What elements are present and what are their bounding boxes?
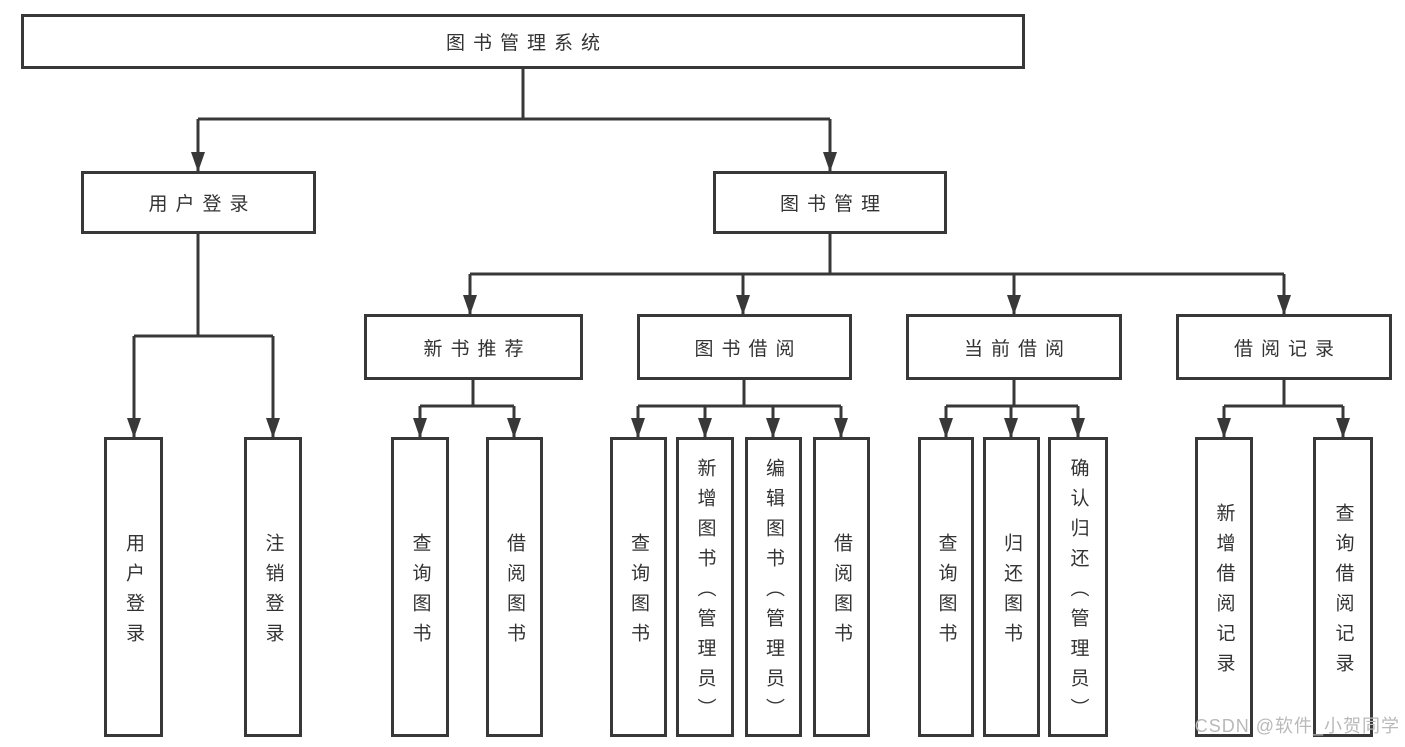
leaf-user-login: 用户登录: [104, 437, 163, 737]
leaf-add-borrow-record-label: 新增借阅记录: [1213, 502, 1235, 683]
node-book-management: 图书管理: [713, 171, 947, 234]
leaf-query-books-recommend-label: 查询图书: [409, 532, 431, 653]
leaf-add-borrow-record: 新增借阅记录: [1195, 437, 1253, 737]
leaf-query-books-current: 查询图书: [918, 437, 974, 737]
leaf-return-book-label: 归还图书: [1001, 532, 1022, 653]
leaf-edit-book-admin-label: 编辑图书（管理员）: [763, 457, 784, 728]
leaf-query-books-borrow: 查询图书: [610, 437, 667, 737]
leaf-query-books-recommend: 查询图书: [391, 437, 449, 737]
leaf-query-books-borrow-label: 查询图书: [628, 532, 649, 653]
node-root-label: 图书管理系统: [445, 33, 608, 54]
node-root: 图书管理系统: [21, 14, 1025, 69]
tree-rails: [134, 69, 1343, 408]
node-new-book-recommend: 新书推荐: [364, 314, 583, 380]
leaf-query-books-current-label: 查询图书: [935, 532, 957, 653]
node-book-borrow-label: 图书借阅: [694, 338, 803, 360]
watermark: CSDN @软件_小贺同学: [1194, 716, 1400, 736]
node-user-login: 用户登录: [81, 171, 316, 234]
node-borrow-records: 借阅记录: [1176, 314, 1392, 380]
leaf-query-borrow-record: 查询借阅记录: [1313, 437, 1373, 737]
leaf-edit-book-admin: 编辑图书（管理员）: [745, 437, 802, 737]
node-borrow-records-label: 借阅记录: [1233, 338, 1342, 360]
leaf-logout-label: 注销登录: [262, 532, 284, 653]
leaf-borrow-books-recommend: 借阅图书: [486, 437, 543, 737]
node-book-borrow: 图书借阅: [637, 314, 852, 380]
leaf-borrow-books-label: 借阅图书: [831, 532, 852, 653]
leaf-add-book-admin: 新增图书（管理员）: [676, 437, 734, 737]
leaf-confirm-return-admin: 确认归还（管理员）: [1048, 437, 1108, 737]
tree-arrows: [127, 119, 1350, 438]
leaf-confirm-return-admin-label: 确认归还（管理员）: [1067, 457, 1089, 728]
leaf-logout: 注销登录: [244, 437, 302, 737]
node-user-login-label: 用户登录: [148, 194, 257, 215]
node-current-borrow: 当前借阅: [906, 314, 1122, 380]
leaf-user-login-label: 用户登录: [123, 532, 144, 653]
leaf-borrow-books: 借阅图书: [813, 437, 870, 737]
node-new-book-recommend-label: 新书推荐: [423, 338, 532, 360]
node-current-borrow-label: 当前借阅: [963, 338, 1072, 360]
leaf-query-borrow-record-label: 查询借阅记录: [1332, 502, 1354, 683]
leaf-return-book: 归还图书: [983, 437, 1040, 737]
leaf-add-book-admin-label: 新增图书（管理员）: [694, 457, 716, 728]
node-book-management-label: 图书管理: [779, 194, 888, 215]
leaf-borrow-books-recommend-label: 借阅图书: [504, 532, 525, 653]
